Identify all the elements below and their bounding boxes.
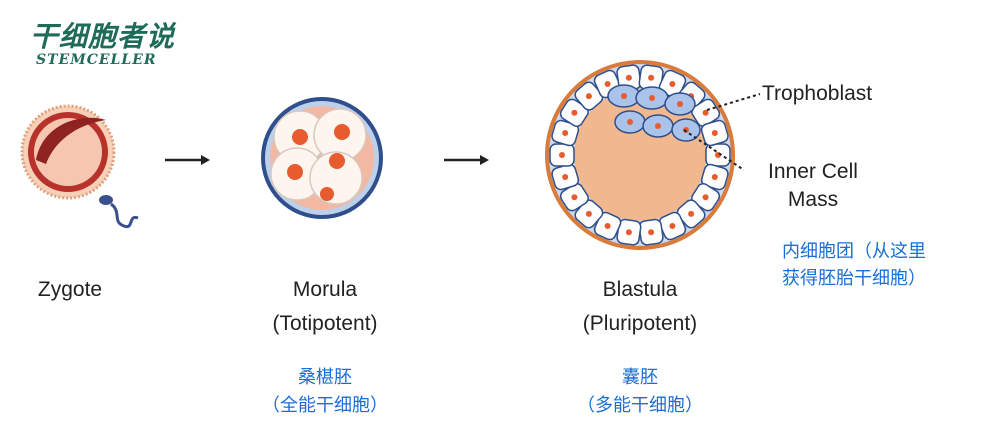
blastula-cn-name: 囊胚 bbox=[622, 367, 658, 388]
trophoblast-nucleus bbox=[562, 130, 569, 136]
trophoblast-nucleus bbox=[559, 152, 565, 158]
arrow-zygote-to-morula bbox=[165, 155, 210, 165]
blastula-sublabel: (Pluripotent) bbox=[582, 312, 698, 335]
trophoblast-nucleus bbox=[669, 81, 676, 87]
inner-cell-mass-label-line1: Inner Cell bbox=[768, 160, 858, 183]
zygote-illustration bbox=[20, 104, 139, 229]
trophoblast-nucleus bbox=[711, 130, 718, 136]
morula-cn-potency: （全能干细胞） bbox=[262, 395, 388, 416]
trophoblast-nucleus bbox=[648, 229, 655, 236]
logo-chinese: 干细胞者说 bbox=[30, 20, 176, 53]
trophoblast-nucleus bbox=[585, 210, 592, 217]
inner-cell-mass-leader-line bbox=[683, 129, 745, 171]
arrow-morula-to-blastula bbox=[444, 155, 489, 165]
zygote-label: Zygote bbox=[37, 278, 103, 301]
trophoblast-nucleus bbox=[625, 229, 632, 236]
trophoblast-nucleus bbox=[669, 223, 676, 229]
trophoblast-nucleus bbox=[688, 210, 695, 217]
blastula-label: Blastula bbox=[602, 278, 678, 301]
trophoblast-nucleus bbox=[571, 194, 578, 201]
morula-sublabel: (Totipotent) bbox=[272, 312, 378, 335]
trophoblast-nucleus bbox=[604, 81, 611, 87]
trophoblast-nucleus bbox=[648, 74, 655, 81]
trophoblast-cells bbox=[549, 64, 731, 246]
trophoblast-nucleus bbox=[702, 194, 709, 201]
inner-cell-mass-label-line2: Mass bbox=[787, 188, 839, 211]
icm-cn-note-line2: 获得胚胎干细胞） bbox=[782, 268, 926, 289]
morula-cn-name: 桑椹胚 bbox=[298, 367, 352, 388]
trophoblast-nucleus bbox=[562, 174, 569, 180]
icm-cn-note-line1: 内细胞团（从这里 bbox=[782, 241, 926, 262]
trophoblast-nucleus bbox=[571, 109, 578, 116]
trophoblast-nucleus bbox=[711, 174, 718, 180]
morula-label: Morula bbox=[292, 278, 358, 301]
trophoblast-nucleus bbox=[625, 74, 632, 81]
trophoblast-nucleus bbox=[585, 93, 592, 100]
logo-english: STEMCELLER bbox=[36, 52, 157, 68]
blastula-illustration bbox=[545, 60, 735, 250]
logo: 干细胞者说 STEMCELLER bbox=[30, 20, 176, 69]
sperm-head bbox=[99, 195, 113, 205]
trophoblast-nucleus bbox=[604, 223, 611, 229]
inner-cell-mass-cells bbox=[607, 84, 701, 142]
trophoblast-label: Trophoblast bbox=[762, 82, 873, 105]
morula-illustration bbox=[261, 97, 383, 219]
trophoblast-nucleus bbox=[702, 109, 709, 116]
sperm-tail bbox=[109, 202, 139, 229]
blastula-cn-potency: （多能干细胞） bbox=[577, 395, 703, 416]
